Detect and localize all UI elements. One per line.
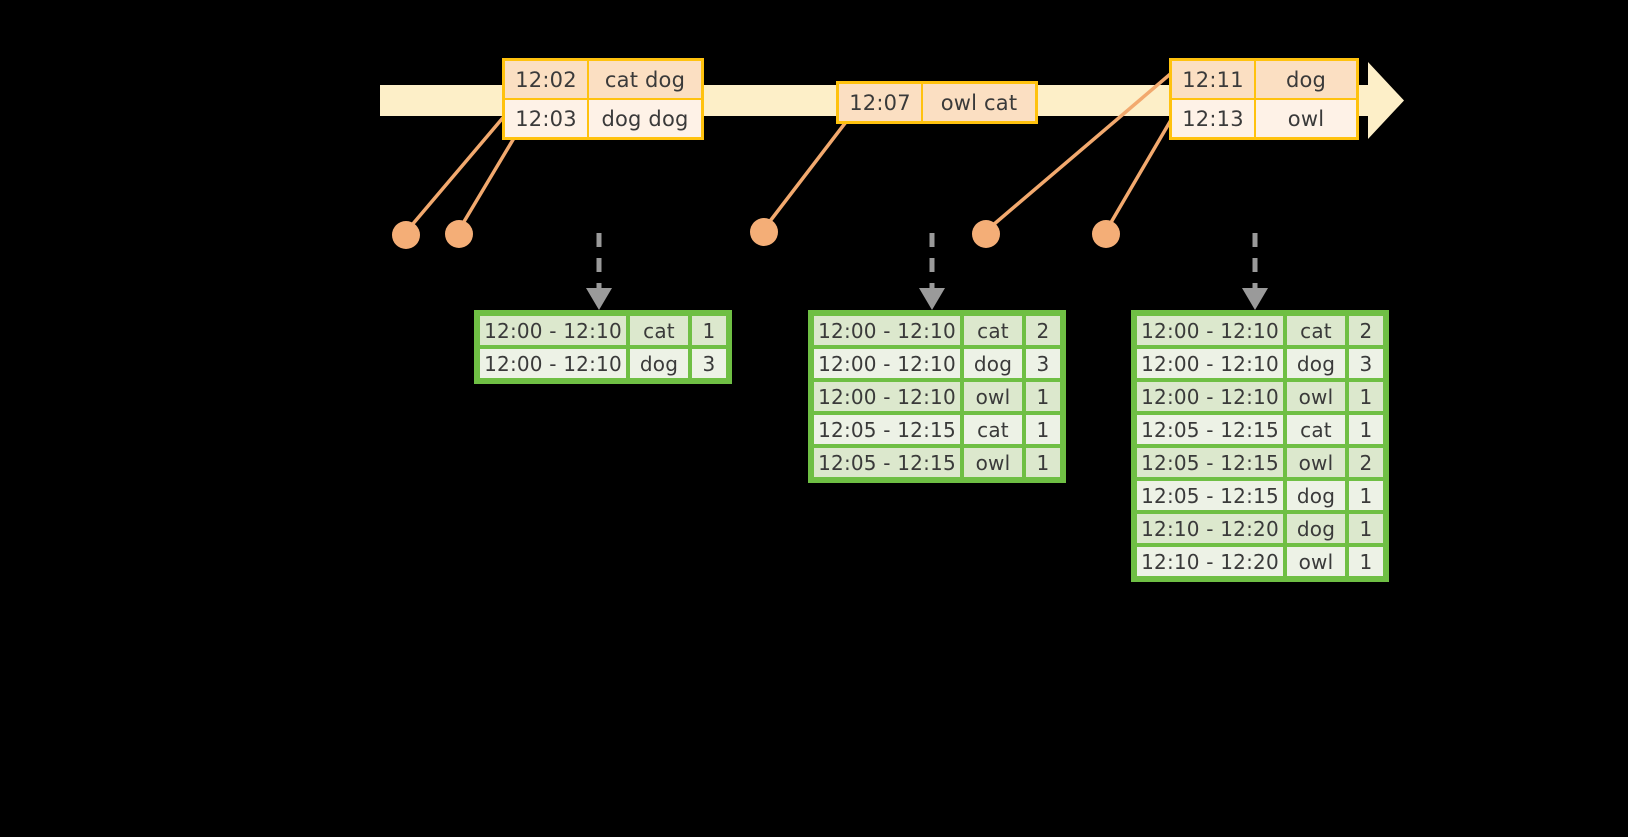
cell-window: 12:05 - 12:15 — [1135, 413, 1285, 446]
cell-window: 12:00 - 12:10 — [478, 347, 628, 380]
event-words: owl — [1256, 100, 1356, 137]
cell-count: 3 — [1347, 347, 1385, 380]
cell-count: 1 — [1024, 413, 1062, 446]
cell-word: owl — [962, 446, 1024, 479]
cell-word: owl — [962, 380, 1024, 413]
event-words: owl cat — [923, 84, 1035, 121]
table-row: 12:05 - 12:15 cat 1 — [1135, 413, 1385, 446]
cell-word: cat — [1285, 413, 1347, 446]
event-words: cat dog — [589, 61, 701, 98]
event-dot-1 — [392, 221, 420, 249]
cell-word: dog — [962, 347, 1024, 380]
cell-word: owl — [1285, 446, 1347, 479]
event-dot-4 — [972, 220, 1000, 248]
table-row: 12:00 - 12:10 owl 1 — [1135, 380, 1385, 413]
table-row: 12:00 - 12:10 dog 3 — [1135, 347, 1385, 380]
event-row: 12:02 cat dog — [505, 61, 701, 98]
table-row: 12:00 - 12:10 owl 1 — [812, 380, 1062, 413]
cell-window: 12:10 - 12:20 — [1135, 545, 1285, 578]
event-time: 12:13 — [1172, 100, 1256, 137]
event-dots — [392, 218, 1120, 249]
cell-word: dog — [1285, 479, 1347, 512]
cell-window: 12:00 - 12:10 — [478, 314, 628, 347]
table-row: 12:00 - 12:10 cat 2 — [1135, 314, 1385, 347]
cell-window: 12:00 - 12:10 — [812, 347, 962, 380]
cell-count: 3 — [1024, 347, 1062, 380]
events-group-3: 12:11 dog 12:13 owl — [1169, 58, 1359, 140]
cell-window: 12:05 - 12:15 — [812, 446, 962, 479]
cell-window: 12:00 - 12:10 — [812, 314, 962, 347]
cell-count: 2 — [1347, 314, 1385, 347]
table-row: 12:05 - 12:15 owl 1 — [812, 446, 1062, 479]
cell-word: owl — [1285, 380, 1347, 413]
event-time: 12:07 — [839, 84, 923, 121]
event-dot-5 — [1092, 220, 1120, 248]
cell-word: cat — [962, 314, 1024, 347]
cell-window: 12:00 - 12:10 — [812, 380, 962, 413]
events-group-2: 12:07 owl cat — [836, 81, 1038, 124]
result-table-3: 12:00 - 12:10 cat 2 12:00 - 12:10 dog 3 … — [1131, 310, 1389, 582]
result-table-2: 12:00 - 12:10 cat 2 12:00 - 12:10 dog 3 … — [808, 310, 1066, 483]
event-row: 12:07 owl cat — [839, 84, 1035, 121]
event-time: 12:02 — [505, 61, 589, 98]
cell-word: dog — [628, 347, 690, 380]
cell-count: 1 — [690, 314, 728, 347]
table-row: 12:05 - 12:15 owl 2 — [1135, 446, 1385, 479]
cell-count: 2 — [1024, 314, 1062, 347]
cell-word: owl — [1285, 545, 1347, 578]
table-row: 12:00 - 12:10 cat 1 — [478, 314, 728, 347]
table-row: 12:00 - 12:10 dog 3 — [478, 347, 728, 380]
cell-count: 2 — [1347, 446, 1385, 479]
events-group-1: 12:02 cat dog 12:03 dog dog — [502, 58, 704, 140]
table-row: 12:05 - 12:15 cat 1 — [812, 413, 1062, 446]
cell-count: 1 — [1347, 479, 1385, 512]
event-row: 12:03 dog dog — [505, 98, 701, 137]
cell-window: 12:00 - 12:10 — [1135, 314, 1285, 347]
event-time: 12:11 — [1172, 61, 1256, 98]
event-words: dog dog — [589, 100, 701, 137]
cell-count: 3 — [690, 347, 728, 380]
cell-count: 1 — [1347, 380, 1385, 413]
cell-window: 12:00 - 12:10 — [1135, 347, 1285, 380]
event-time: 12:03 — [505, 100, 589, 137]
cell-word: dog — [1285, 512, 1347, 545]
event-row: 12:11 dog — [1172, 61, 1356, 98]
cell-word: cat — [628, 314, 690, 347]
cell-window: 12:00 - 12:10 — [1135, 380, 1285, 413]
cell-word: dog — [1285, 347, 1347, 380]
table-row: 12:05 - 12:15 dog 1 — [1135, 479, 1385, 512]
cell-window: 12:05 - 12:15 — [1135, 479, 1285, 512]
table-row: 12:10 - 12:20 dog 1 — [1135, 512, 1385, 545]
cell-window: 12:05 - 12:15 — [1135, 446, 1285, 479]
cell-count: 1 — [1347, 413, 1385, 446]
table-row: 12:00 - 12:10 dog 3 — [812, 347, 1062, 380]
cell-word: cat — [1285, 314, 1347, 347]
cell-window: 12:10 - 12:20 — [1135, 512, 1285, 545]
cell-word: cat — [962, 413, 1024, 446]
event-dot-2 — [445, 220, 473, 248]
dashed-arrows — [596, 233, 1258, 291]
cell-count: 1 — [1347, 512, 1385, 545]
table-row: 12:10 - 12:20 owl 1 — [1135, 545, 1385, 578]
event-row: 12:13 owl — [1172, 98, 1356, 137]
table-row: 12:00 - 12:10 cat 2 — [812, 314, 1062, 347]
cell-count: 1 — [1024, 380, 1062, 413]
event-words: dog — [1256, 61, 1356, 98]
cell-count: 1 — [1024, 446, 1062, 479]
cell-window: 12:05 - 12:15 — [812, 413, 962, 446]
dashed-arrow-heads — [586, 288, 1268, 310]
event-dot-3 — [750, 218, 778, 246]
cell-count: 1 — [1347, 545, 1385, 578]
result-table-1: 12:00 - 12:10 cat 1 12:00 - 12:10 dog 3 — [474, 310, 732, 384]
